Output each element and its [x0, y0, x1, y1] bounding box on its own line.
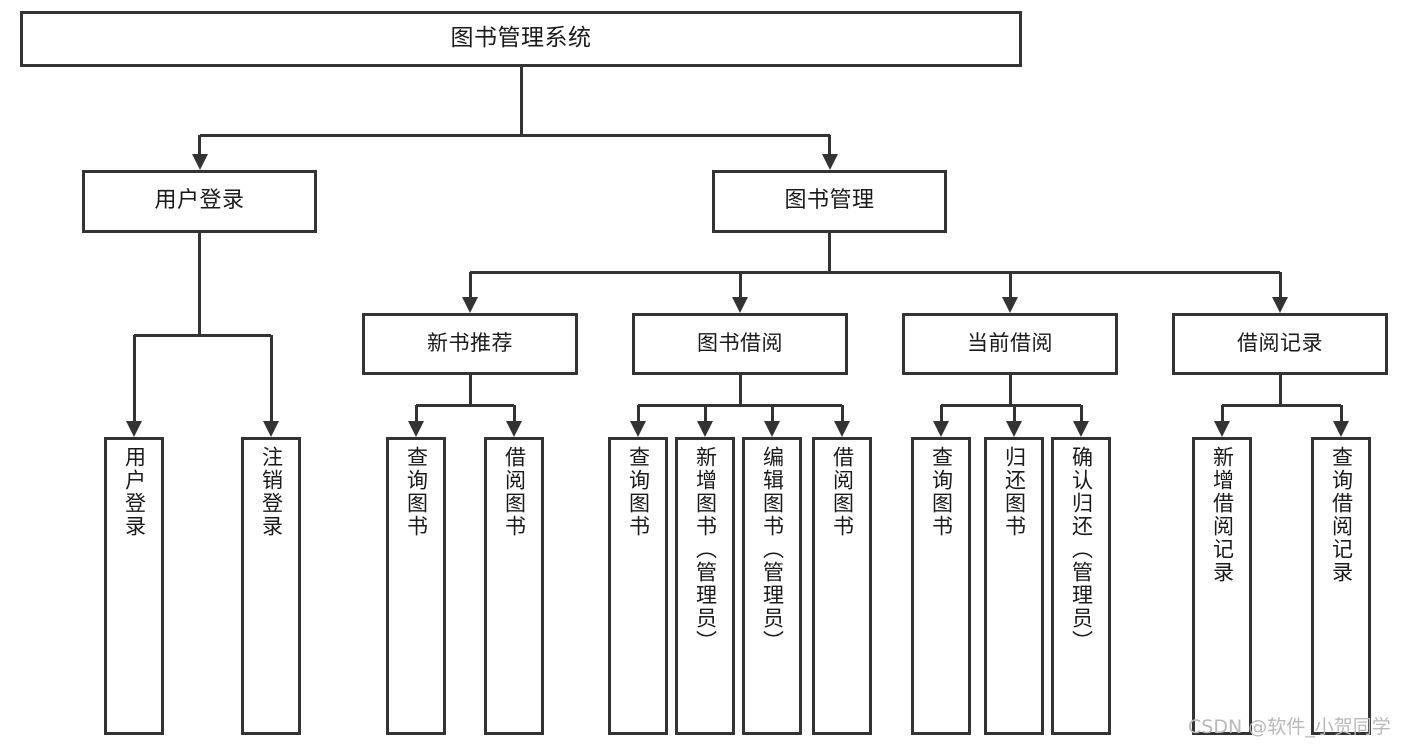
connector-vertical — [738, 375, 742, 405]
node-leaf-1[interactable]: 注销登录 — [241, 437, 301, 735]
node-level2-3[interactable]: 借阅记录 — [1172, 313, 1388, 375]
node-leaf-1-label: 注销登录 — [259, 446, 284, 538]
connector-vertical — [1278, 375, 1282, 405]
node-leaf-3-label: 借阅图书 — [502, 446, 527, 538]
connector-horizontal — [416, 403, 514, 407]
connector-vertical — [1278, 272, 1282, 298]
connector-vertical — [738, 272, 742, 298]
arrow-head-icon — [821, 154, 838, 170]
arrow-head-icon — [1214, 421, 1230, 437]
arrow-head-icon — [1073, 421, 1089, 437]
arrow-head-icon — [126, 421, 142, 437]
arrow-head-icon — [732, 297, 748, 313]
node-leaf-10-label: 确认归还（管理员） — [1069, 446, 1094, 653]
node-level2-1-label: 图书借阅 — [697, 331, 783, 356]
connector-vertical — [468, 375, 472, 405]
node-level2-2-label: 当前借阅 — [967, 331, 1053, 356]
node-leaf-5-label: 新增图书（管理员） — [693, 446, 718, 653]
node-leaf-3[interactable]: 借阅图书 — [484, 437, 544, 735]
node-leaf-12[interactable]: 查询借阅记录 — [1311, 437, 1371, 735]
arrow-head-icon — [1002, 297, 1018, 313]
connector-vertical — [636, 405, 640, 422]
node-leaf-4-label: 查询图书 — [626, 446, 651, 538]
node-leaf-11-label: 新增借阅记录 — [1210, 446, 1235, 584]
node-leaf-7-label: 借阅图书 — [830, 446, 855, 538]
connector-vertical — [132, 335, 136, 422]
arrow-head-icon — [1333, 421, 1349, 437]
arrow-head-icon — [630, 421, 646, 437]
arrow-head-icon — [834, 421, 850, 437]
arrow-head-icon — [462, 297, 478, 313]
node-level1-0-label: 用户登录 — [154, 188, 245, 214]
connector-vertical — [770, 405, 774, 422]
connector-vertical — [512, 405, 516, 422]
connector-horizontal — [1222, 403, 1341, 407]
arrow-head-icon — [506, 421, 522, 437]
node-root[interactable]: 图书管理系统 — [20, 11, 1022, 67]
node-leaf-12-label: 查询借阅记录 — [1329, 446, 1354, 584]
node-leaf-2[interactable]: 查询图书 — [386, 437, 446, 735]
connector-vertical — [269, 335, 273, 422]
connector-vertical — [1008, 272, 1012, 298]
connector-horizontal — [470, 270, 1280, 274]
connector-vertical — [828, 135, 831, 155]
node-leaf-8-label: 查询图书 — [929, 446, 954, 538]
arrow-head-icon — [933, 421, 949, 437]
node-level2-0-label: 新书推荐 — [427, 331, 513, 356]
node-leaf-0[interactable]: 用户登录 — [104, 437, 164, 735]
arrow-head-icon — [263, 421, 279, 437]
node-level2-3-label: 借阅记录 — [1237, 331, 1323, 356]
connector-vertical — [414, 405, 418, 422]
connector-vertical — [1008, 375, 1012, 405]
node-leaf-10[interactable]: 确认归还（管理员） — [1051, 437, 1111, 735]
connector-horizontal — [941, 403, 1081, 407]
node-leaf-11[interactable]: 新增借阅记录 — [1192, 437, 1252, 735]
node-root-label: 图书管理系统 — [450, 25, 592, 52]
node-level2-1[interactable]: 图书借阅 — [632, 313, 848, 375]
node-leaf-4[interactable]: 查询图书 — [608, 437, 668, 735]
node-level1-1[interactable]: 图书管理 — [712, 170, 947, 233]
connector-vertical — [468, 272, 472, 298]
connector-vertical — [198, 233, 201, 335]
node-leaf-9[interactable]: 归还图书 — [984, 437, 1044, 735]
node-leaf-6-label: 编辑图书（管理员） — [760, 446, 785, 653]
connector-horizontal — [134, 333, 271, 337]
connector-vertical — [198, 135, 201, 155]
node-leaf-9-label: 归还图书 — [1002, 446, 1027, 538]
node-level2-2[interactable]: 当前借阅 — [902, 313, 1118, 375]
connector-vertical — [840, 405, 844, 422]
node-leaf-7[interactable]: 借阅图书 — [812, 437, 872, 735]
arrow-head-icon — [697, 421, 713, 437]
node-leaf-8[interactable]: 查询图书 — [911, 437, 971, 735]
arrow-head-icon — [764, 421, 780, 437]
connector-vertical — [519, 67, 523, 135]
node-level1-0[interactable]: 用户登录 — [82, 170, 317, 233]
connector-horizontal — [199, 133, 830, 137]
arrow-head-icon — [408, 421, 424, 437]
connector-vertical — [1220, 405, 1224, 422]
connector-horizontal — [638, 403, 842, 407]
connector-vertical — [828, 233, 831, 272]
arrow-head-icon — [1272, 297, 1288, 313]
node-level1-1-label: 图书管理 — [784, 188, 875, 214]
watermark: CSDN @软件_小贺同学 — [1188, 716, 1391, 738]
connector-vertical — [1012, 405, 1016, 422]
node-leaf-2-label: 查询图书 — [404, 446, 429, 538]
arrow-head-icon — [191, 154, 208, 170]
node-level2-0[interactable]: 新书推荐 — [362, 313, 578, 375]
connector-vertical — [1079, 405, 1083, 422]
node-leaf-0-label: 用户登录 — [122, 446, 147, 538]
arrow-head-icon — [1006, 421, 1022, 437]
node-leaf-5[interactable]: 新增图书（管理员） — [675, 437, 735, 735]
connector-vertical — [939, 405, 943, 422]
connector-vertical — [703, 405, 707, 422]
connector-vertical — [1339, 405, 1343, 422]
node-leaf-6[interactable]: 编辑图书（管理员） — [742, 437, 802, 735]
